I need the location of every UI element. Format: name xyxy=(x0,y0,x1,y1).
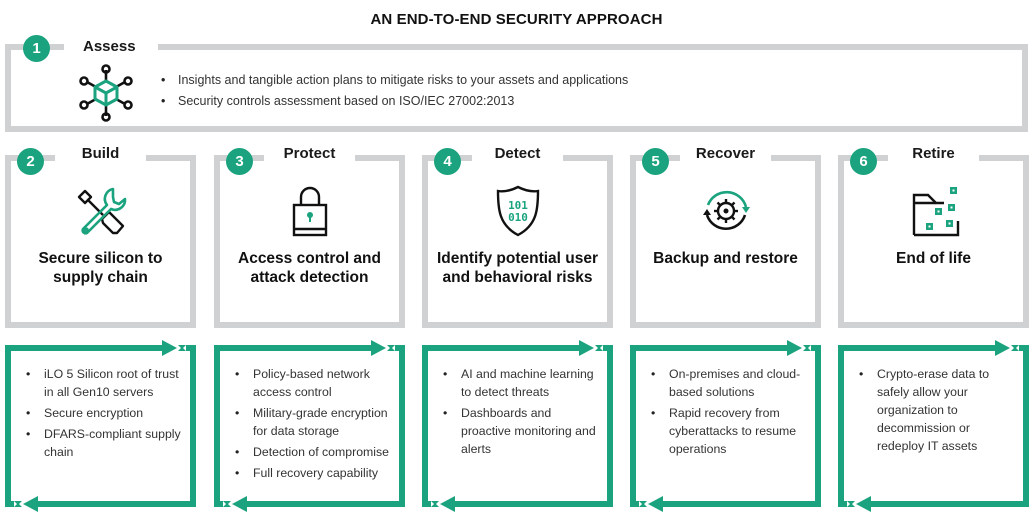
step-build: Build 2 Secure silicon to supply chain xyxy=(5,145,196,328)
bullet-item: Dashboards and proactive monitoring and … xyxy=(443,404,601,458)
network-cube-icon xyxy=(79,64,133,122)
bullet-item: Policy-based network access control xyxy=(235,365,393,401)
detail-recover: On-premises and cloud-based solutions Ra… xyxy=(630,340,821,512)
step-label: Retire xyxy=(912,145,955,162)
assess-panel: 1 Assess Insights and tangible action pl… xyxy=(5,35,1028,132)
step-label: Protect xyxy=(283,145,336,162)
step-number-badge: 3 xyxy=(226,148,253,175)
bullet-item: iLO 5 Silicon root of trust in all Gen10… xyxy=(26,365,184,401)
step-detect: Detect 4 101 010 Identify potential user… xyxy=(422,145,613,328)
step-tagline: End of life xyxy=(896,250,971,267)
step-tagline: Backup and restore xyxy=(653,250,798,267)
step-retire: Retire 6 End of life xyxy=(838,145,1029,328)
detail-build: iLO 5 Silicon root of trust in all Gen10… xyxy=(5,340,196,512)
bullet-item: Detection of compromise xyxy=(235,443,393,461)
step-number-badge: 5 xyxy=(642,148,669,175)
binary-shield-icon: 101 010 xyxy=(496,185,539,237)
assess-bullets: Insights and tangible action plans to mi… xyxy=(161,70,628,112)
diagram-title: AN END-TO-END SECURITY APPROACH xyxy=(370,11,663,28)
step-number-badge: 4 xyxy=(434,148,461,175)
padlock-icon xyxy=(292,186,327,237)
bullet-item: Insights and tangible action plans to mi… xyxy=(161,70,628,91)
step-protect: Protect 3 Access control and attack dete… xyxy=(214,145,405,328)
svg-text:101: 101 xyxy=(508,199,528,212)
bullet-item: On-premises and cloud-based solutions xyxy=(651,365,809,401)
step-tagline: Access control and attack detection xyxy=(238,250,381,286)
step-number-badge: 1 xyxy=(23,35,50,62)
step-number-badge: 6 xyxy=(850,148,877,175)
bullet-item: Secure encryption xyxy=(26,404,184,422)
step-recover: Recover 5 Backup and restore xyxy=(630,145,821,328)
step-label: Assess xyxy=(83,38,136,55)
bullet-item: DFARS-compliant supply chain xyxy=(26,425,184,461)
gear-cycle-icon xyxy=(702,190,750,231)
bullet-item: AI and machine learning to detect threat… xyxy=(443,365,601,401)
svg-text:010: 010 xyxy=(508,211,528,224)
step-label: Recover xyxy=(695,145,756,162)
detail-retire: Crypto-erase data to safely allow your o… xyxy=(838,340,1029,512)
folder-shred-icon xyxy=(912,187,959,237)
bullet-item: Security controls assessment based on IS… xyxy=(161,91,628,112)
step-tagline: Secure silicon to supply chain xyxy=(38,250,163,286)
bullet-item: Full recovery capability xyxy=(235,464,393,482)
step-label: Build xyxy=(81,145,120,162)
tools-icon xyxy=(77,187,126,235)
step-tagline: Identify potential user and behavioral r… xyxy=(436,250,599,286)
detail-protect: Policy-based network access control Mili… xyxy=(214,340,405,512)
detail-detect: AI and machine learning to detect threat… xyxy=(422,340,613,512)
step-label: Detect xyxy=(494,145,541,162)
step-number-badge: 2 xyxy=(17,148,44,175)
bullet-item: Crypto-erase data to safely allow your o… xyxy=(859,365,1017,455)
bullet-item: Military-grade encryption for data stora… xyxy=(235,404,393,440)
bullet-item: Rapid recovery from cyberattacks to resu… xyxy=(651,404,809,458)
